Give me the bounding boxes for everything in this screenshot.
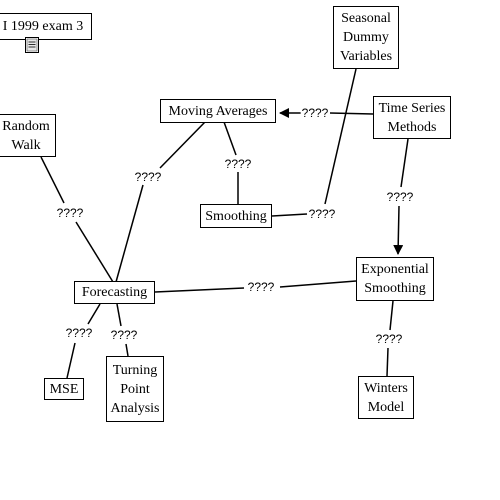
edge-fc-es-label-to-es [279,280,357,288]
link-label-ts-ma[interactable]: ???? [300,106,330,120]
link-label-ts-es[interactable]: ???? [385,190,415,204]
edge-sm-label-to-seasonal [324,68,357,205]
link-label-ma-forecasting[interactable]: ???? [133,170,163,184]
node-exam[interactable]: I 1999 exam 3 [0,13,92,40]
link-label-rw-forecasting[interactable]: ???? [55,206,85,220]
edge-rw-label-to-forecasting [75,221,114,283]
edge-tpa-label-to-tpa [125,343,129,357]
link-label-ma-smoothing[interactable]: ???? [223,157,253,171]
node-seasonal-dummy-variables[interactable]: Seasonal Dummy Variables [333,6,399,69]
edge-smoothing-to-sm-label [271,213,308,217]
link-label-es-winters[interactable]: ???? [374,332,404,346]
link-label-forecasting-es[interactable]: ???? [246,280,276,294]
link-label-smoothing-seasonal[interactable]: ???? [307,207,337,221]
node-random-walk[interactable]: Random Walk [0,114,56,157]
edge-rw-to-rw-label [40,156,65,204]
document-icon[interactable] [25,37,39,53]
edge-ts-es-label-to-es [393,205,404,255]
edge-ts-to-ts-es-label [400,138,409,188]
edge-ts-to-ts-label [329,112,374,115]
node-turning-point-analysis[interactable]: Turning Point Analysis [106,356,164,422]
link-label-forecasting-mse[interactable]: ???? [64,326,94,340]
edge-ma-to-ma-fc-label [159,121,206,169]
node-time-series-methods[interactable]: Time Series Methods [373,96,451,139]
node-smoothing[interactable]: Smoothing [200,204,272,228]
edge-forecasting-to-tpa-label [116,303,122,327]
edge-es-to-es-w-label [389,300,394,331]
link-label-forecasting-tpa[interactable]: ???? [109,328,139,342]
node-winters-model[interactable]: Winters Model [358,376,414,419]
node-moving-averages[interactable]: Moving Averages [160,99,276,123]
edge-ma-fc-label-to-forecasting [115,184,144,283]
node-mse[interactable]: MSE [44,378,84,400]
edge-forecasting-to-fc-es-label [154,287,245,293]
node-forecasting[interactable]: Forecasting [74,281,155,304]
edge-es-w-label-to-winters [386,347,389,377]
edge-mse-label-to-mse [66,342,76,379]
node-exponential-smoothing[interactable]: Exponential Smoothing [356,257,434,301]
edge-forecasting-to-mse-label [87,303,101,325]
edge-ma-to-ma-label [223,121,237,156]
